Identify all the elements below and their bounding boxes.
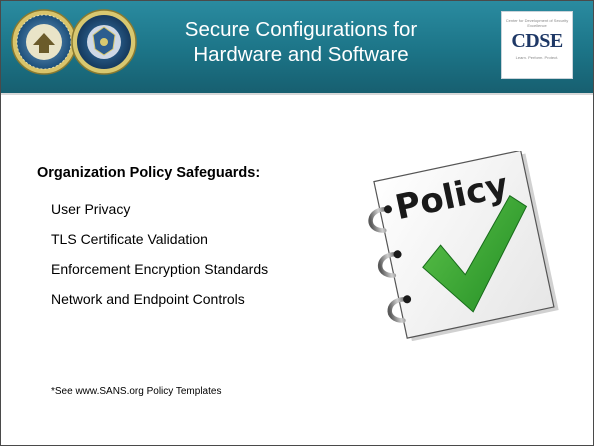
policy-notepad-icon: Policy <box>368 151 559 341</box>
list-item: TLS Certificate Validation <box>51 231 208 247</box>
list-item: Network and Endpoint Controls <box>51 291 245 307</box>
title-line-2: Hardware and Software <box>193 43 409 66</box>
slide-title: Secure Configurations for Hardware and S… <box>151 17 451 67</box>
header-bar: Secure Configurations for Hardware and S… <box>1 1 593 93</box>
cdse-logo-tagline: Learn. Perform. Protect. <box>515 55 559 60</box>
list-item: User Privacy <box>51 201 131 217</box>
dod-seals-logo <box>11 9 137 75</box>
cdse-logo-text: CDSE <box>511 30 563 52</box>
header-divider <box>1 93 593 95</box>
cdse-logo: Center for Development of Security Excel… <box>501 11 573 79</box>
title-line-1: Secure Configurations for <box>184 18 418 41</box>
cdse-logo-top-text: Center for Development of Security Excel… <box>505 18 569 28</box>
list-item: Enforcement Encryption Standards <box>51 261 269 277</box>
safeguards-list: User Privacy TLS Certificate Validation … <box>51 194 268 314</box>
section-heading: Organization Policy Safeguards: <box>37 165 261 181</box>
footnote: *See www.SANS.org Policy Templates <box>51 386 222 397</box>
